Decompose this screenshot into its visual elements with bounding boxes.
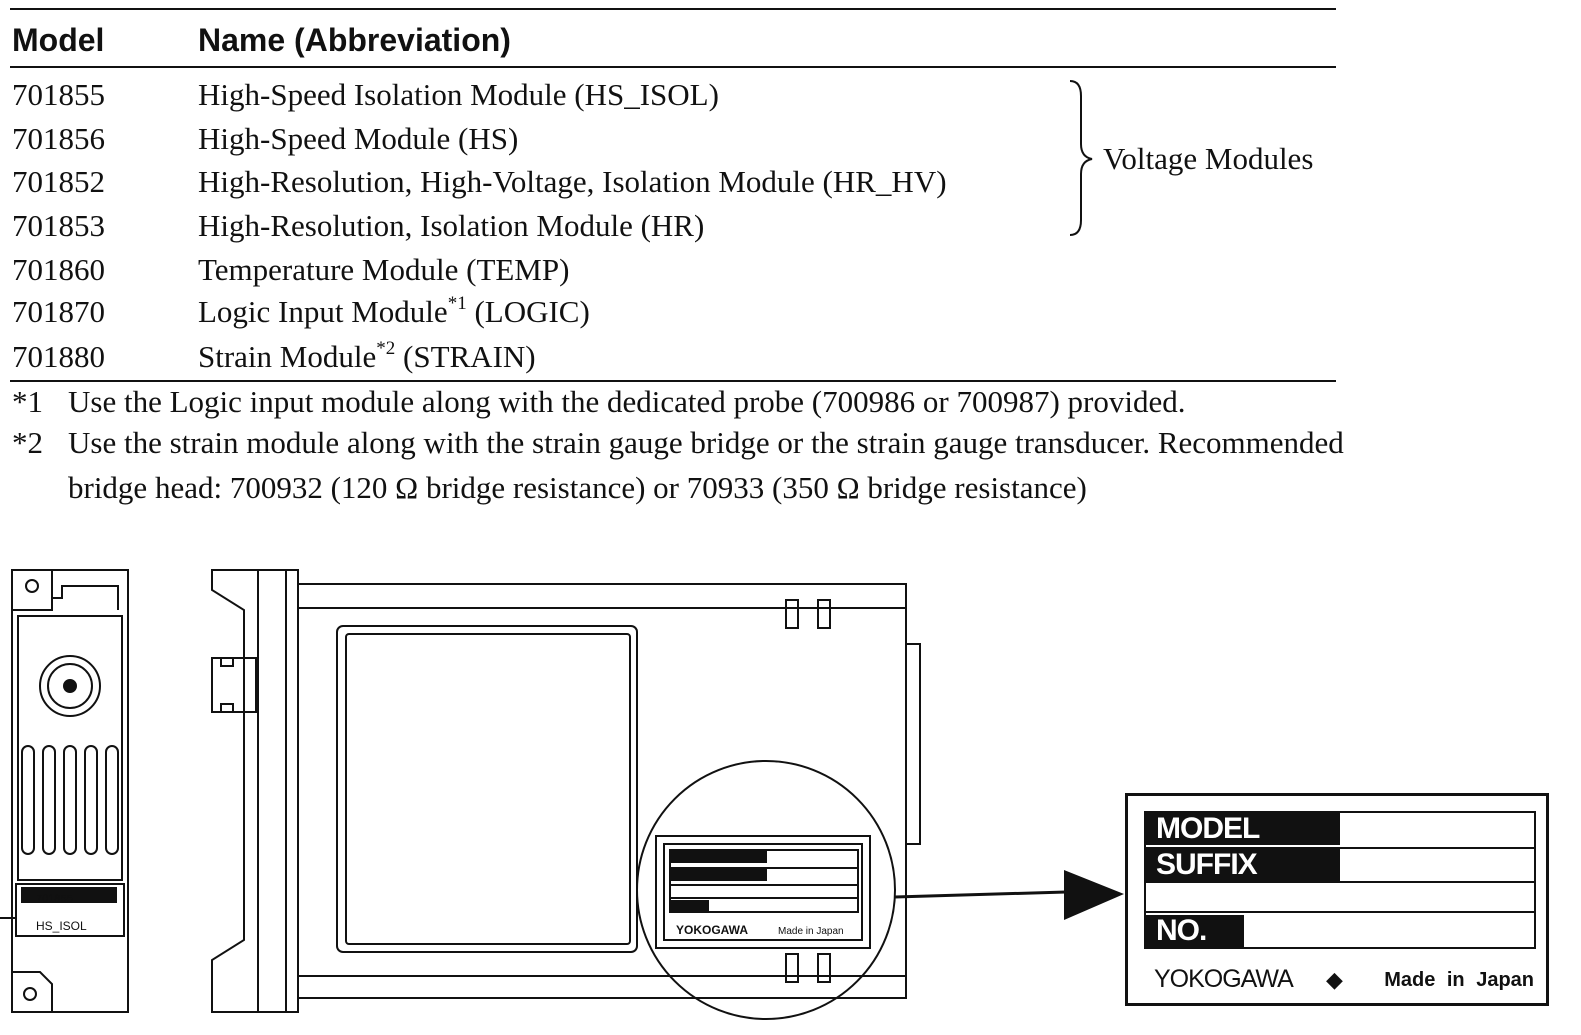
row-model: 701880 — [12, 339, 105, 374]
front-panel-outline — [11, 569, 129, 1013]
module-drawing: 701855 HS_ISOL — [0, 569, 1124, 1020]
footnote-ref: *2 — [376, 338, 396, 359]
small-plate-made: Made in Japan — [778, 926, 844, 937]
module-table-section: Model Name (Abbreviation) 701855 High-Sp… — [0, 8, 1581, 509]
row-model: 701870 — [12, 294, 105, 329]
row-name: High-Resolution, Isolation Module (HR) — [198, 208, 705, 243]
vent-slot — [42, 745, 56, 855]
row-name: High-Speed Isolation Module (HS_ISOL) — [198, 77, 719, 112]
plate-row-suffix: SUFFIX — [1146, 849, 1534, 883]
small-plate-suffix-tag — [671, 869, 767, 881]
body-clip — [785, 599, 799, 629]
bnc-connector-pin — [63, 679, 77, 693]
header-rule — [10, 66, 1336, 68]
plate-row-blank — [1146, 883, 1534, 913]
row-name: High-Resolution, High-Voltage, Isolation… — [198, 164, 947, 199]
group-label-voltage-modules: Voltage Modules — [1103, 141, 1314, 176]
front-brand-plate — [21, 887, 117, 903]
table-bottom-rule — [10, 380, 1336, 382]
row-name: Logic Input Module*1 (LOGIC) — [198, 293, 590, 329]
front-label-model: 701855 — [36, 893, 73, 905]
side-view: YOKOGAWA Made in Japan — [211, 569, 921, 1020]
small-plate-no-tag — [671, 900, 709, 911]
label-plate-footer: YOKOGAWA ◆ Made in Japan — [1154, 963, 1534, 995]
row-name: High-Speed Module (HS) — [198, 121, 519, 156]
group-brace — [1069, 80, 1093, 236]
plate-suffix-tag: SUFFIX — [1146, 849, 1340, 881]
row-name: Temperature Module (TEMP) — [198, 252, 570, 287]
plate-no-tag: NO. — [1146, 915, 1244, 947]
row-model: 701852 — [12, 164, 105, 199]
module-figure: 701855 HS_ISOL — [0, 540, 1581, 1035]
footnote-ref: *1 — [447, 293, 467, 314]
vent-slot — [105, 745, 119, 855]
bnc-connector-outer — [39, 655, 101, 717]
footnote-1: *1 Use the Logic input module along with… — [0, 380, 1581, 424]
front-label-outline — [15, 883, 125, 937]
made-in-label: Made in Japan — [1384, 969, 1534, 991]
label-plate: MODEL SUFFIX NO. YOKOGAWA ◆ Made in Japa… — [1125, 793, 1549, 1006]
footnote-mark: *1 — [12, 384, 43, 419]
footnote-text: Use the Logic input module along with th… — [68, 384, 1186, 419]
leader-arrow — [894, 870, 1124, 920]
front-inner-panel — [17, 615, 123, 881]
front-top-left-tab — [11, 570, 53, 611]
body-window-inner — [345, 633, 631, 945]
brand-logo: YOKOGAWA — [1154, 965, 1294, 993]
front-screw-top — [25, 579, 39, 593]
body-clip — [817, 599, 831, 629]
header-model: Model — [12, 22, 105, 58]
row-name: Strain Module*2 (STRAIN) — [198, 338, 536, 374]
header-name: Name (Abbreviation) — [198, 22, 511, 58]
small-plate-inner — [663, 843, 863, 941]
small-plate-model-tag — [671, 851, 767, 863]
footnote-text-continued: bridge head: 700932 (120 Ω bridge resist… — [68, 470, 1087, 505]
small-plate-outer — [655, 835, 871, 949]
row-model: 701855 — [12, 77, 105, 112]
footnote-mark: *2 — [12, 425, 43, 460]
plate-model-tag: MODEL — [1146, 813, 1340, 845]
front-screw-bottom — [23, 987, 37, 1001]
body-clip — [785, 953, 799, 983]
rear-connector — [905, 643, 921, 845]
arrow-shaft — [894, 890, 1067, 899]
vent-slot — [63, 745, 77, 855]
row-model: 701853 — [12, 208, 105, 243]
table-top-rule — [10, 8, 1336, 10]
small-plate-brand: YOKOGAWA — [676, 923, 748, 937]
brand-diamond-icon: ◆ — [1326, 967, 1343, 992]
plate-row-model: MODEL — [1146, 813, 1534, 849]
front-label-abbr: HS_ISOL — [36, 919, 87, 933]
footnote-2: *2 Use the strain module along with the … — [0, 421, 1581, 509]
vent-slot — [21, 745, 35, 855]
vent-slot — [84, 745, 98, 855]
label-plate-fields: MODEL SUFFIX NO. — [1144, 811, 1536, 949]
magnify-circle — [636, 760, 896, 1020]
front-view: 701855 HS_ISOL — [0, 569, 129, 1013]
footnote-text: Use the strain module along with the str… — [68, 425, 1344, 460]
row-model: 701856 — [12, 121, 105, 156]
row-model: 701860 — [12, 252, 105, 287]
body-clip — [817, 953, 831, 983]
plate-row-no: NO. — [1146, 913, 1534, 947]
body-window-outer — [336, 625, 638, 953]
arrow-head — [1064, 870, 1124, 920]
small-plate-fields — [669, 849, 859, 913]
